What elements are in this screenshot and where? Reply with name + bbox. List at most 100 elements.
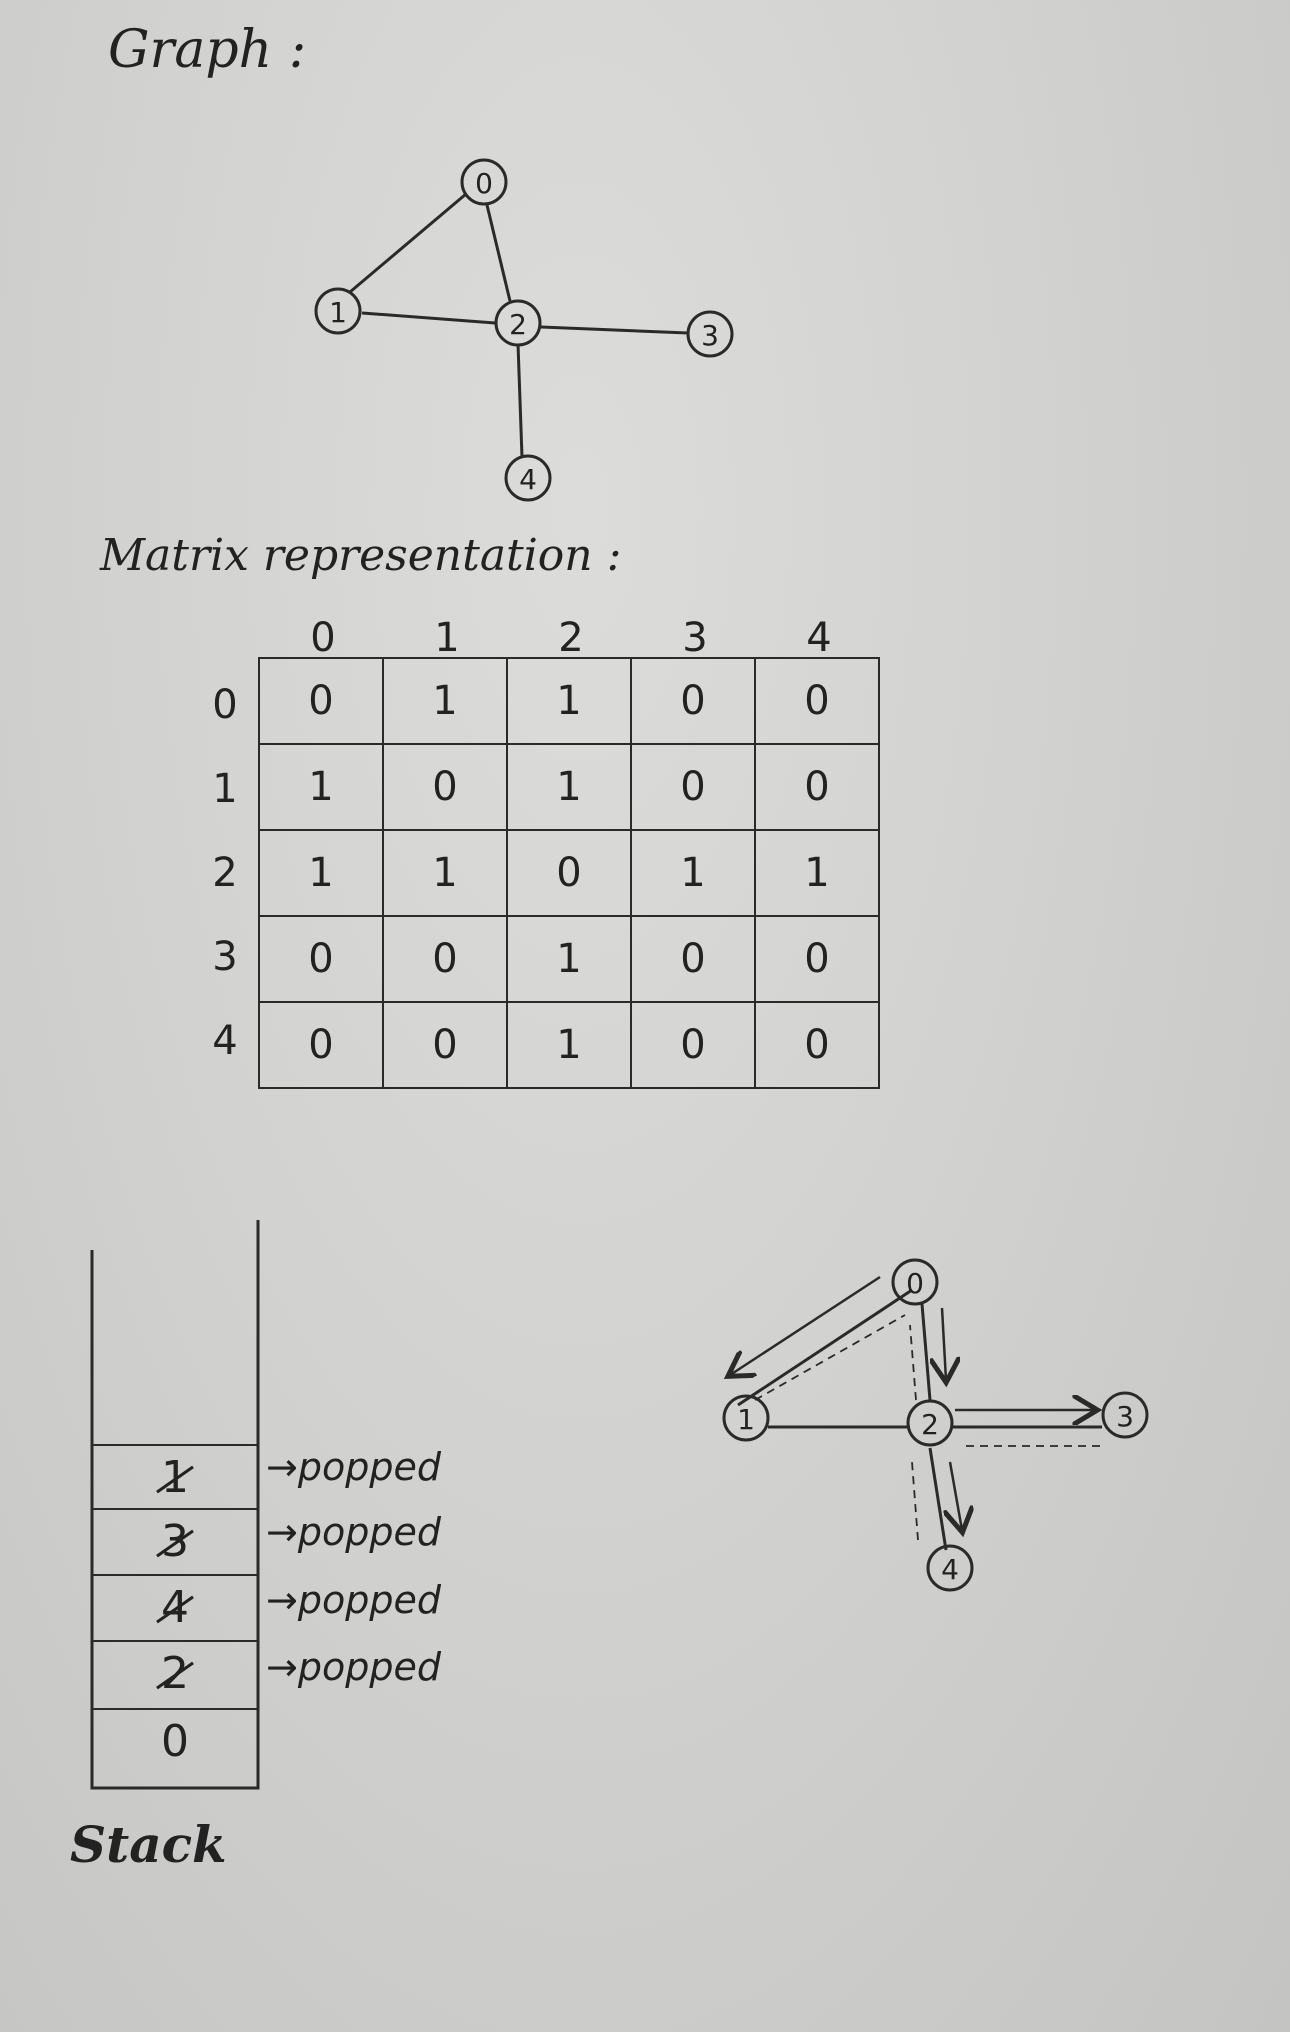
matrix-cell: 1 [258, 743, 384, 831]
adjacency-matrix: 0 1 1 0 0 1 0 1 0 0 1 1 0 1 1 0 [258, 657, 880, 1089]
traversal-node-3: 3 [1101, 1391, 1149, 1439]
traversal-diagram: 0 1 2 3 4 [722, 1258, 1149, 1592]
popped-note: →popped [266, 1510, 441, 1554]
svg-text:4: 4 [519, 463, 537, 496]
svg-text:3: 3 [1116, 1400, 1134, 1433]
edge-0-2 [920, 1303, 932, 1401]
edge-0-1 [349, 192, 467, 294]
stack-outline [90, 1220, 260, 1790]
stack-item-value: 3 [161, 1510, 189, 1574]
matrix-col-header: 4 [806, 615, 832, 661]
svg-text:3: 3 [701, 319, 719, 352]
matrix-cell: 0 [630, 915, 756, 1003]
svg-text:2: 2 [509, 308, 527, 341]
graph-diagram: 0 1 2 3 4 [314, 158, 734, 502]
matrix-cell: 0 [258, 915, 384, 1003]
svg-text:0: 0 [906, 1267, 924, 1300]
matrix-cell: 1 [382, 657, 508, 745]
matrix-cell: 0 [754, 743, 880, 831]
matrix-cell: 0 [754, 915, 880, 1003]
matrix-cell: 1 [630, 829, 756, 917]
matrix-cell: 0 [382, 1001, 508, 1089]
stack-item: 1 [92, 1444, 258, 1510]
stack-item: 0 [92, 1708, 258, 1774]
matrix-row: 0 0 1 0 0 [258, 915, 880, 1003]
popped-note: →popped [266, 1578, 441, 1622]
matrix-row-header: 4 [212, 1018, 238, 1064]
backtrack-4-to-2 [911, 1461, 919, 1541]
matrix-col-header: 3 [682, 615, 708, 661]
matrix-cell: 1 [506, 657, 632, 745]
svg-text:1: 1 [737, 1403, 755, 1436]
matrix-cell: 0 [382, 743, 508, 831]
matrix-cell: 0 [630, 1001, 756, 1089]
matrix-row: 0 1 1 0 0 [258, 657, 880, 745]
stack-container: 1 3 4 2 0 [88, 1220, 263, 1790]
matrix-cell: 1 [506, 1001, 632, 1089]
graph-node-1: 1 [314, 287, 362, 335]
matrix-row-header: 3 [212, 934, 238, 980]
stack-item-value: 1 [161, 1446, 189, 1510]
graph-node-3: 3 [686, 310, 734, 358]
traversal-node-4: 4 [926, 1544, 974, 1592]
stack-item-value: 4 [161, 1576, 189, 1640]
matrix-row-header: 2 [212, 850, 238, 896]
stack-item: 3 [92, 1508, 258, 1574]
svg-text:0: 0 [475, 167, 493, 200]
graph-edges [349, 192, 689, 458]
edge-0-2 [485, 204, 512, 302]
svg-text:1: 1 [329, 296, 347, 329]
edge-2-4 [928, 1447, 948, 1551]
edge-2-4 [516, 343, 524, 458]
backtrack-lines [754, 1314, 1100, 1541]
graph-heading: Graph : [108, 20, 307, 80]
matrix-cell: 0 [258, 657, 384, 745]
popped-note: →popped [266, 1445, 441, 1489]
matrix-row: 1 1 0 1 1 [258, 829, 880, 917]
traversal-node-0: 0 [891, 1258, 939, 1306]
matrix-col-header: 0 [310, 615, 336, 661]
svg-text:4: 4 [941, 1553, 959, 1586]
graph-node-2: 2 [494, 299, 542, 347]
matrix-cell: 1 [258, 829, 384, 917]
graph-node-0: 0 [460, 158, 508, 206]
backtrack-1-to-0 [754, 1314, 906, 1401]
arrow-0-to-2 [942, 1307, 946, 1380]
matrix-cell: 0 [754, 657, 880, 745]
arrow-0-to-1 [730, 1275, 881, 1375]
stack-heading: Stack [70, 1815, 227, 1874]
matrix-cell: 0 [754, 1001, 880, 1089]
matrix-cell: 0 [630, 657, 756, 745]
matrix-cell: 1 [506, 915, 632, 1003]
matrix-heading: Matrix representation : [100, 530, 622, 581]
traversal-node-2: 2 [906, 1399, 954, 1447]
matrix-col-header: 1 [434, 615, 460, 661]
graph-node-4: 4 [504, 454, 552, 502]
edge-1-2 [361, 311, 496, 325]
matrix-row: 0 0 1 0 0 [258, 1001, 880, 1089]
backtrack-2-to-0 [909, 1324, 917, 1401]
matrix-row-header: 0 [212, 682, 238, 728]
stack-item-value: 2 [161, 1642, 189, 1706]
matrix-row-header: 1 [212, 766, 238, 812]
matrix-cell: 1 [506, 743, 632, 831]
matrix-cell: 0 [630, 743, 756, 831]
matrix-cell: 0 [258, 1001, 384, 1089]
matrix-row: 1 0 1 0 0 [258, 743, 880, 831]
popped-note: →popped [266, 1645, 441, 1689]
edge-0-1 [737, 1288, 913, 1407]
traversal-edges [737, 1288, 1102, 1551]
arrow-2-to-4 [950, 1461, 962, 1530]
matrix-cell: 1 [382, 829, 508, 917]
traversal-arrows [730, 1275, 1095, 1530]
stack-item: 4 [92, 1574, 258, 1640]
matrix-cell: 1 [754, 829, 880, 917]
edge-2-3 [540, 325, 689, 335]
matrix-cell: 0 [506, 829, 632, 917]
stack-item-value: 0 [161, 1716, 189, 1767]
matrix-cell: 0 [382, 915, 508, 1003]
svg-text:2: 2 [921, 1408, 939, 1441]
traversal-node-1: 1 [722, 1394, 770, 1442]
matrix-col-header: 2 [558, 615, 584, 661]
